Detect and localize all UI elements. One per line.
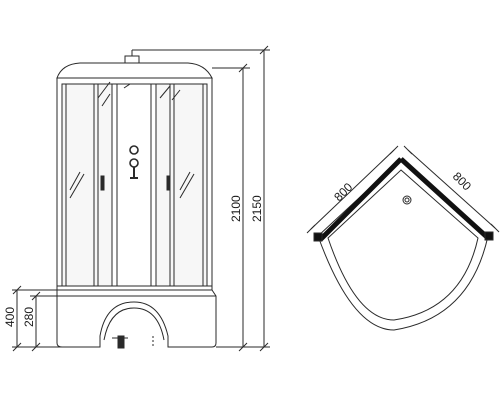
left-glass-panel xyxy=(61,83,99,287)
front-view xyxy=(56,49,270,349)
right-glass-panel xyxy=(169,83,208,287)
total-height-label: 2150 xyxy=(250,195,264,222)
left-wall-edge xyxy=(318,157,403,242)
tray-inner-outline xyxy=(327,169,479,321)
mixer-control-icon xyxy=(129,145,139,179)
left-sliding-door xyxy=(97,83,113,287)
tray-side-left-label: 800 xyxy=(331,180,355,204)
tray-side-right-label: 800 xyxy=(450,169,474,193)
tray-height-label: 280 xyxy=(22,307,36,327)
top-view xyxy=(306,145,500,331)
cabin-roof xyxy=(56,62,213,79)
cabin-height-label: 2100 xyxy=(229,195,243,222)
base-dimensions xyxy=(12,285,62,352)
top-shower-head xyxy=(124,55,140,64)
drain-hole-icon xyxy=(402,195,412,205)
right-wall-edge xyxy=(399,157,490,240)
height-dimensions xyxy=(212,45,270,352)
central-panel xyxy=(111,83,157,287)
left-door-handle-icon xyxy=(100,175,105,191)
drain-siphon-icon xyxy=(117,335,125,349)
right-door-handle-icon xyxy=(166,175,171,191)
shower-tray-base xyxy=(56,289,217,348)
base-height-label: 400 xyxy=(3,307,17,327)
